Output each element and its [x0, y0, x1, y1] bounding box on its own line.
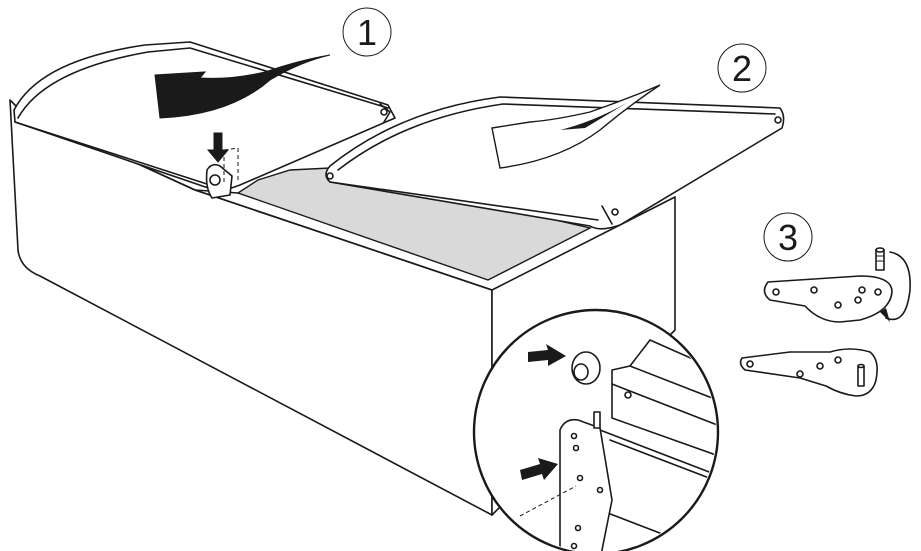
step-1-marker: 1 — [342, 7, 392, 57]
detail-hinge-plate — [559, 418, 613, 551]
detail-cabinet-wall — [611, 365, 716, 461]
pin-swap-arrow-icon — [885, 251, 911, 321]
insert-arrow-icon-bottom — [520, 458, 558, 480]
detail-magnifier — [472, 308, 720, 551]
hinge-pin — [875, 249, 885, 271]
right-lid-top — [325, 96, 785, 230]
step-3-number: 3 — [778, 217, 798, 258]
step-3-marker: 3 — [763, 212, 813, 262]
left-lid — [13, 41, 396, 199]
rotate-lid-arrow-icon — [154, 54, 331, 119]
step-1-number: 1 — [357, 12, 377, 53]
insert-arrow-icon-top — [528, 344, 566, 366]
hinge-plate-lower — [739, 348, 878, 397]
left-lid-top — [13, 41, 396, 193]
step-2-marker: 2 — [717, 43, 767, 93]
hinge-plate-upper — [763, 247, 893, 323]
step-2-number: 2 — [732, 48, 752, 89]
push-down-arrow-icon — [206, 132, 230, 163]
right-lid — [325, 96, 785, 230]
detail-alignment-guide — [519, 485, 577, 517]
